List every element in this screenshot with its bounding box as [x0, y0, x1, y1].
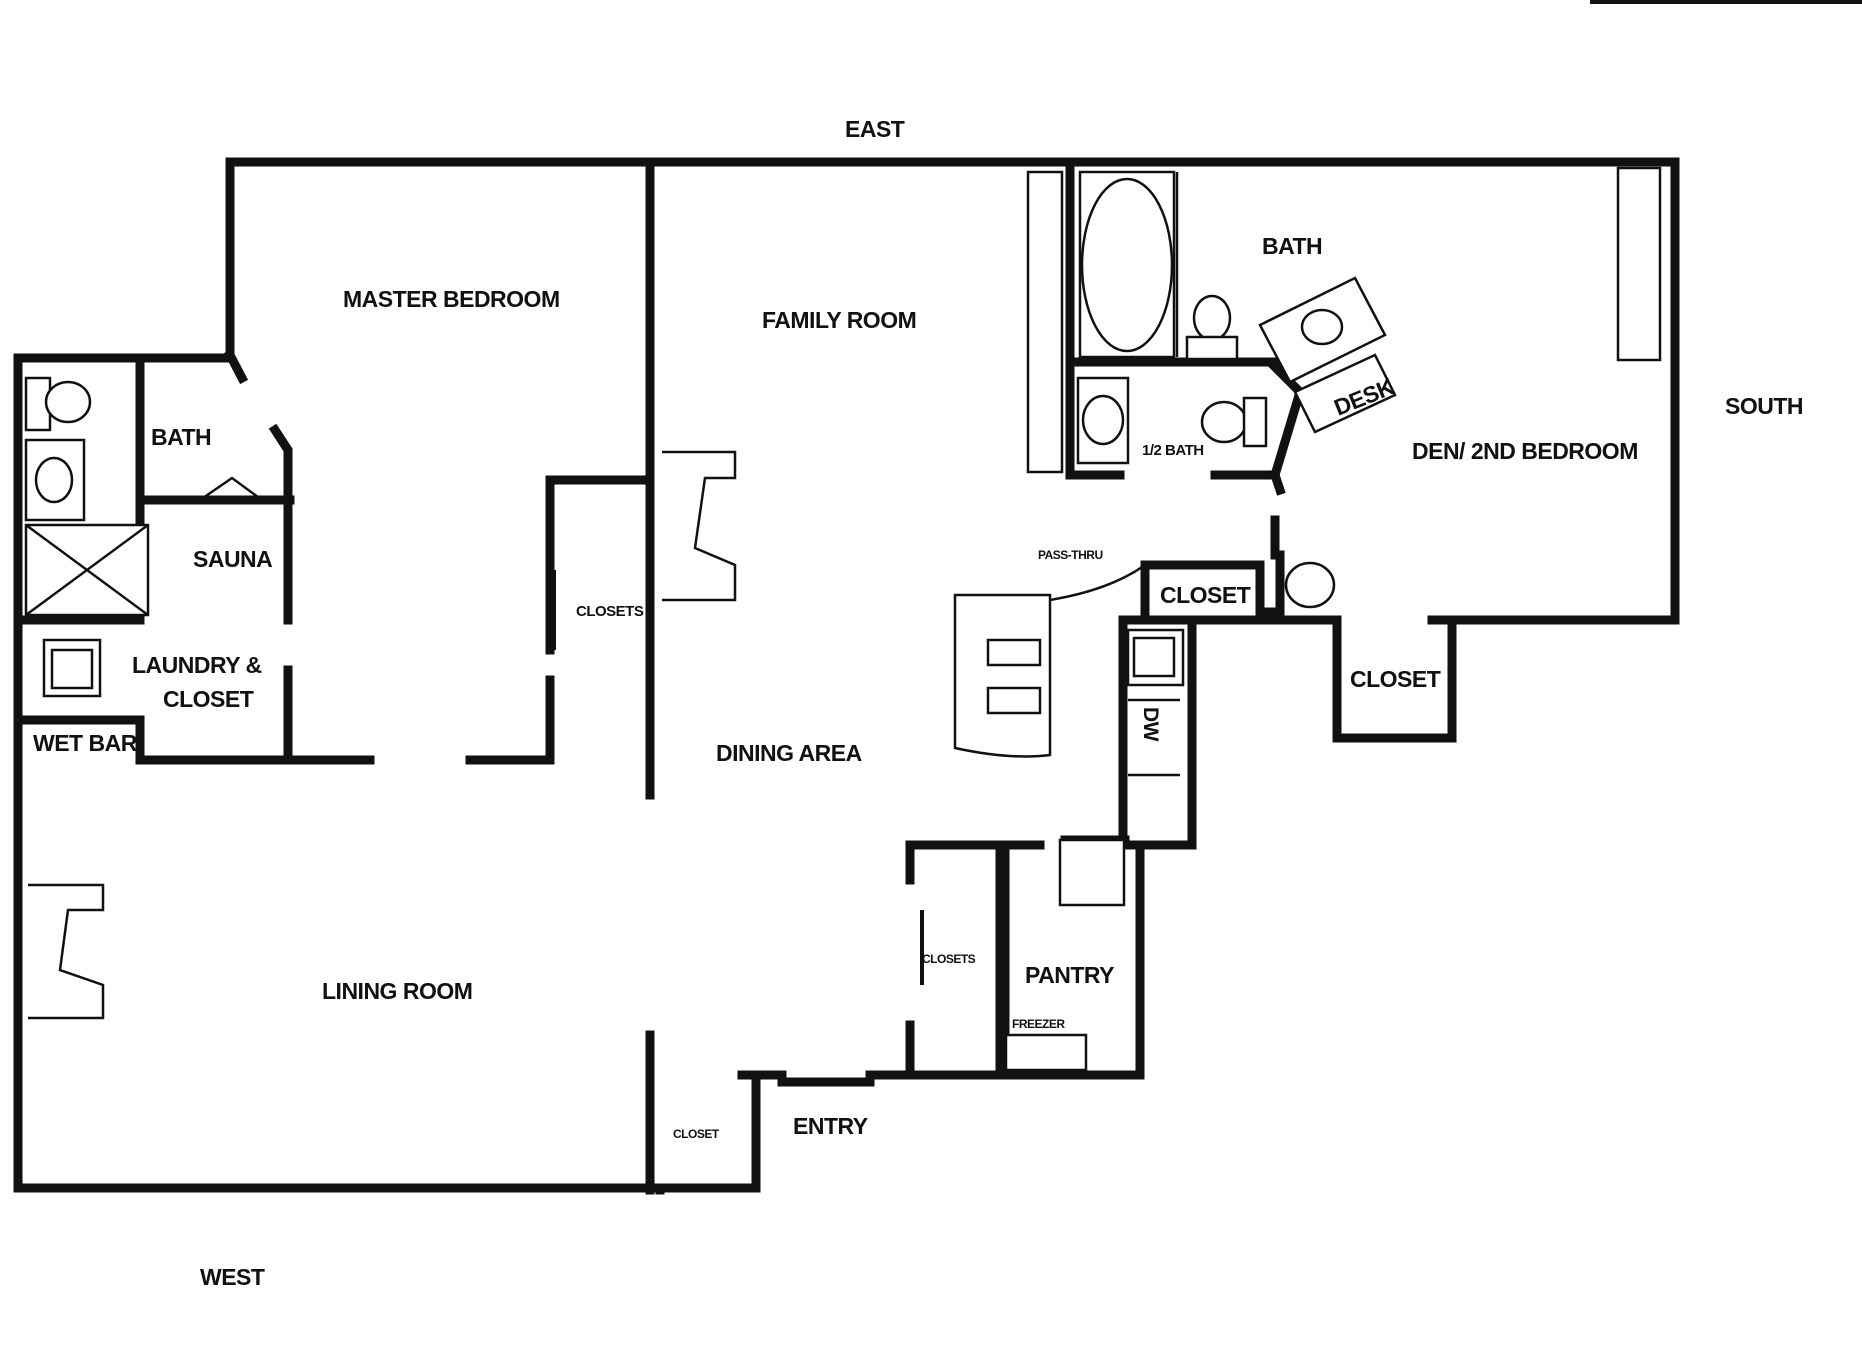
room-laundry-line1: LAUNDRY & [132, 652, 262, 678]
room-family-room: FAMILY ROOM [762, 307, 917, 333]
compass-west: WEST [200, 1264, 265, 1290]
room-lining-room: LINING ROOM [322, 978, 473, 1004]
room-closets-hall: CLOSETS [922, 952, 976, 966]
compass-south: SOUTH [1725, 393, 1804, 419]
room-closet-den: CLOSET [1350, 666, 1441, 692]
room-master-bedroom: MASTER BEDROOM [343, 286, 560, 312]
pantry-and-hall-walls [645, 835, 1130, 1195]
den-sink-icon [1284, 561, 1336, 609]
compass-east: EAST [845, 116, 905, 142]
room-dining-area: DINING AREA [716, 740, 862, 766]
room-closet-entry: CLOSET [673, 1127, 719, 1141]
room-half-bath: 1/2 BATH [1142, 442, 1204, 459]
room-pantry: PANTRY [1025, 962, 1115, 988]
room-entry: ENTRY [793, 1113, 868, 1139]
room-closet-kitchen: CLOSET [1160, 582, 1251, 608]
freezer-icon [1004, 1033, 1088, 1072]
half-bath-fixtures [1076, 376, 1268, 465]
bath-closet-rod [1026, 170, 1064, 474]
room-den: DEN/ 2ND BEDROOM [1412, 438, 1638, 464]
left-bath-fixtures [24, 376, 263, 617]
room-freezer: FREEZER [1012, 1017, 1065, 1031]
fireplace-family [662, 450, 737, 602]
room-closets-master: CLOSETS [576, 603, 644, 620]
room-bath-upper: BATH [1262, 233, 1323, 259]
room-wet-bar: WET BAR [33, 730, 137, 756]
pantry-shelf [1058, 838, 1126, 907]
fireplace-living [28, 883, 105, 1020]
kitchen-counter [1126, 628, 1185, 777]
kitchen-island [953, 563, 1146, 758]
upper-bath-fixtures [1078, 170, 1397, 434]
room-laundry-line2: CLOSET [163, 686, 254, 712]
washer-icon [42, 638, 102, 698]
room-sauna: SAUNA [193, 546, 273, 572]
room-pass-thru: PASS-THRU [1038, 548, 1103, 562]
master-bedroom-walls [13, 157, 655, 800]
den-closet [1616, 166, 1662, 362]
room-bath-left: BATH [151, 424, 212, 450]
dishwasher-label: DW [1139, 707, 1162, 741]
